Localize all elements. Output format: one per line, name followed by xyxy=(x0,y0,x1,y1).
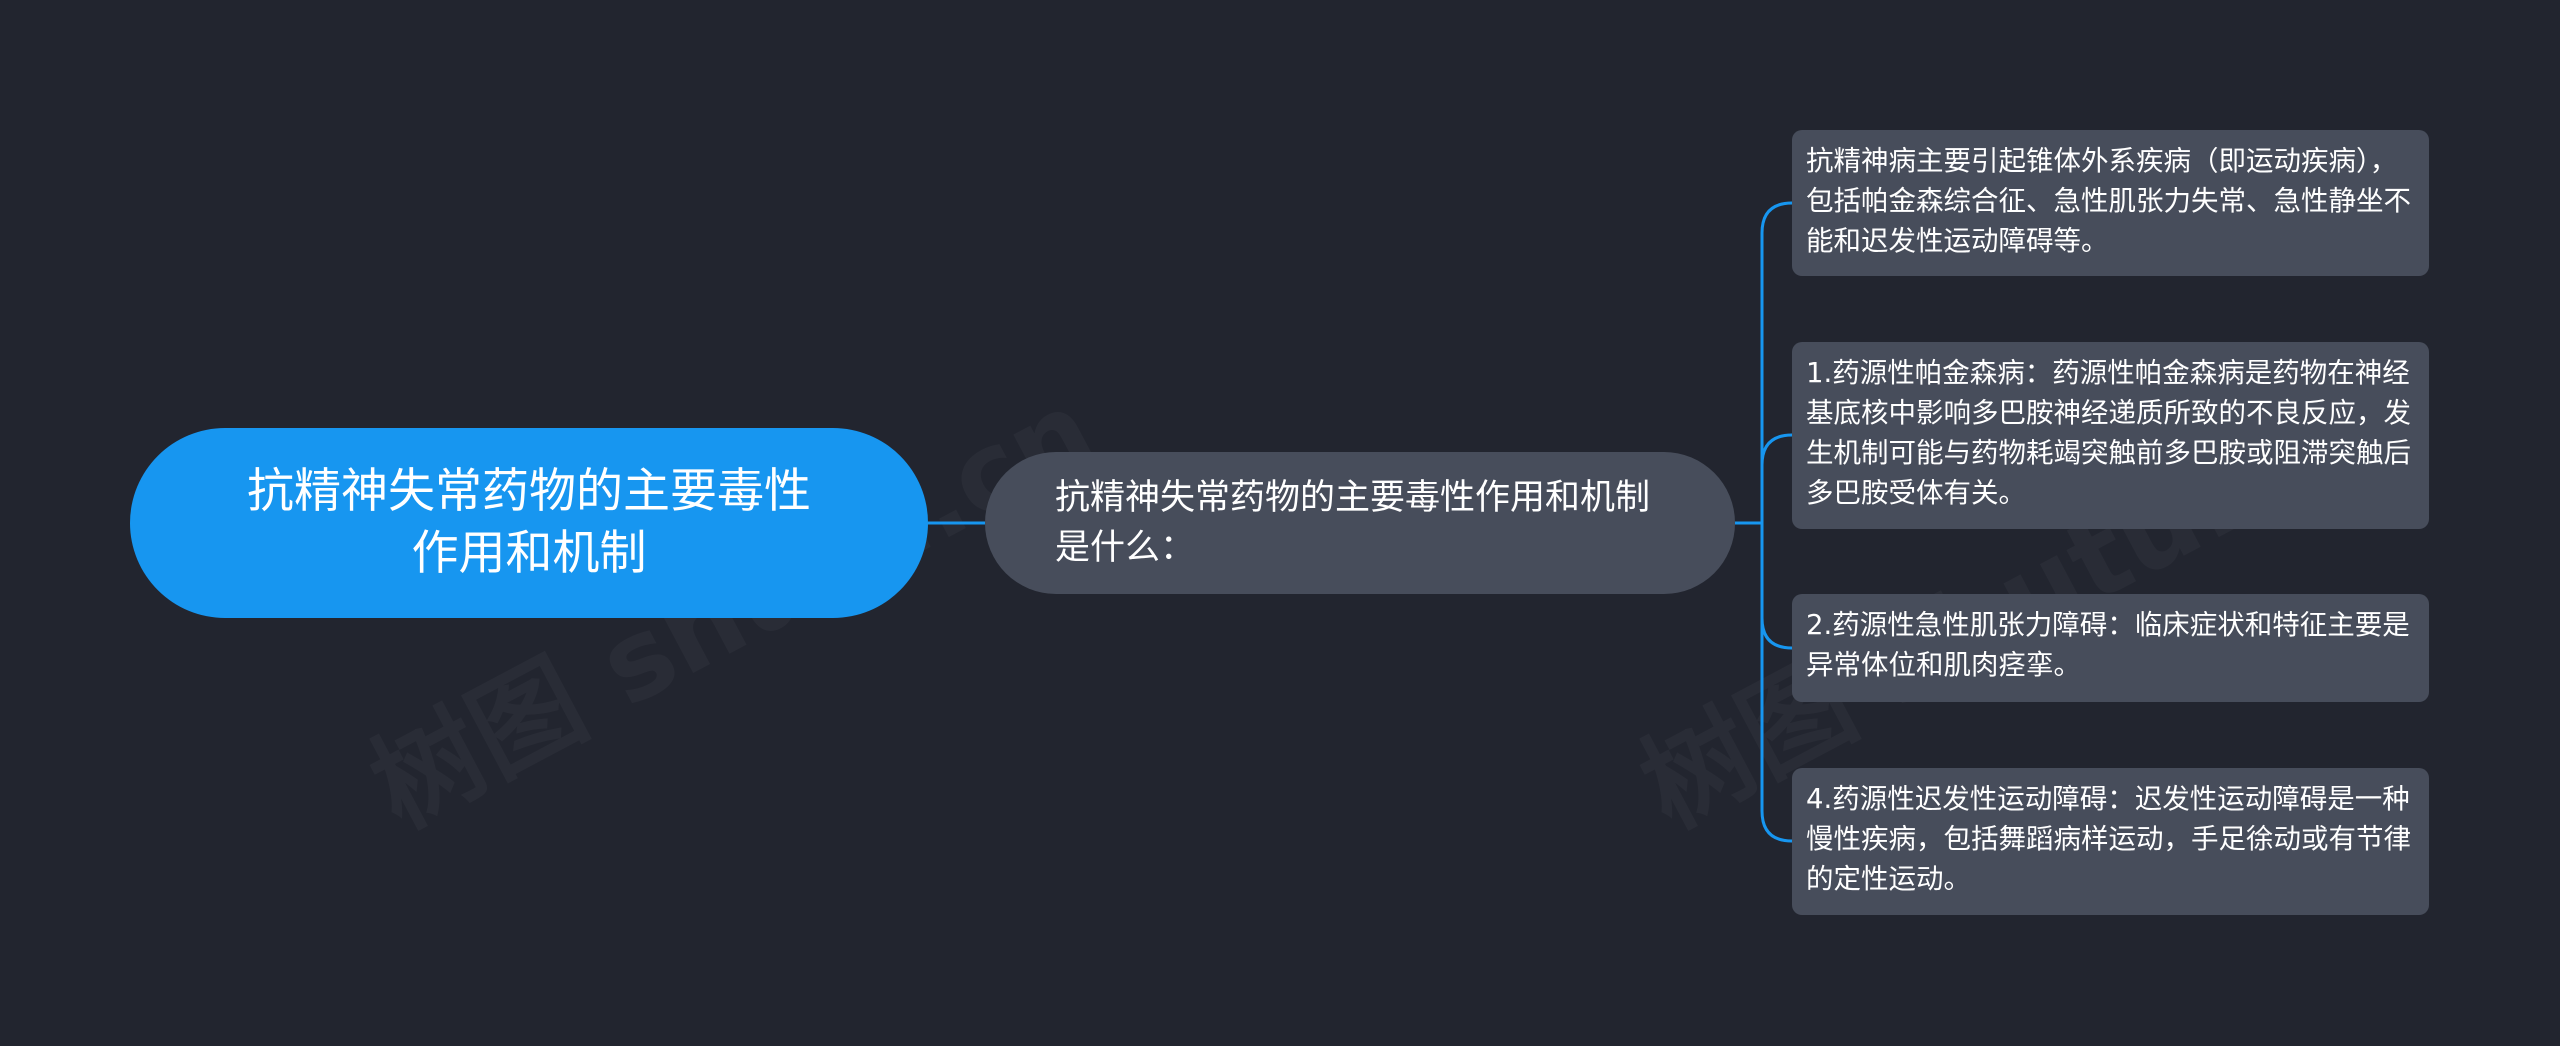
root-topic-node[interactable]: 抗精神失常药物的主要毒性作用和机制 xyxy=(130,428,928,618)
branch-line-1 xyxy=(1760,201,1793,523)
branch-line-2 xyxy=(1760,433,1793,523)
answer-node-3[interactable]: 2.药源性急性肌张力障碍：临床症状和特征主要是异常体位和肌肉痉挛。 xyxy=(1792,594,2429,702)
answer-text-4: 4.药源性迟发性运动障碍：迟发性运动障碍是一种慢性疾病，包括舞蹈病样运动，手足徐… xyxy=(1806,783,2411,895)
answer-node-1[interactable]: 抗精神病主要引起锥体外系疾病（即运动疾病），包括帕金森综合征、急性肌张力失常、急… xyxy=(1792,130,2429,276)
root-topic-label: 抗精神失常药物的主要毒性作用和机制 xyxy=(247,464,811,581)
answer-node-2[interactable]: 1.药源性帕金森病：药源性帕金森病是药物在神经基底核中影响多巴胺神经递质所致的不… xyxy=(1792,342,2429,529)
answer-text-1: 抗精神病主要引起锥体外系疾病（即运动疾病），包括帕金森综合征、急性肌张力失常、急… xyxy=(1806,145,2411,257)
branch-line-4 xyxy=(1760,523,1793,843)
question-label: 抗精神失常药物的主要毒性作用和机制是什么： xyxy=(1055,478,1651,568)
answer-text-3: 2.药源性急性肌张力障碍：临床症状和特征主要是异常体位和肌肉痉挛。 xyxy=(1806,609,2410,681)
question-node[interactable]: 抗精神失常药物的主要毒性作用和机制是什么： xyxy=(985,452,1735,594)
answer-text-2: 1.药源性帕金森病：药源性帕金森病是药物在神经基底核中影响多巴胺神经递质所致的不… xyxy=(1806,357,2411,509)
branch-line-3 xyxy=(1760,523,1793,650)
answer-node-4[interactable]: 4.药源性迟发性运动障碍：迟发性运动障碍是一种慢性疾病，包括舞蹈病样运动，手足徐… xyxy=(1792,768,2429,915)
